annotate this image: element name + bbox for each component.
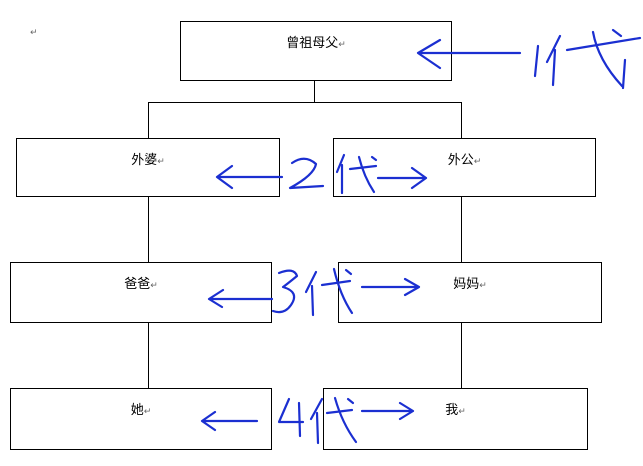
- connector-gen2-horizontal: [148, 102, 462, 103]
- paragraph-mark: ↵: [338, 40, 346, 50]
- connector-father-her: [148, 322, 149, 388]
- handwritten-digit-1: [533, 44, 540, 78]
- node-grandmother: 外婆↵: [16, 138, 280, 197]
- connector-root-down: [314, 80, 315, 102]
- handwritten-digit-2: [288, 157, 325, 190]
- node-label: 我: [445, 403, 459, 418]
- node-label: 她: [130, 403, 144, 418]
- node-her: 她↵: [10, 388, 272, 450]
- node-great-grandparent: 曾祖母父↵: [180, 21, 452, 81]
- paragraph-mark: ↵: [150, 281, 158, 291]
- node-label: 妈妈: [453, 277, 480, 292]
- paragraph-mark: ↵: [479, 281, 487, 291]
- connector-to-grandmother: [148, 102, 149, 138]
- handwritten-dai-char: [545, 28, 642, 90]
- handwriting-annotations: [200, 28, 642, 445]
- handwritten-digit-3: [271, 269, 299, 314]
- node-grandfather: 外公↵: [333, 138, 596, 197]
- paragraph-mark: ↵: [143, 407, 152, 417]
- node-label: 外婆: [131, 153, 158, 168]
- connector-grandmother-father: [148, 196, 149, 262]
- node-me: 我↵: [323, 388, 588, 450]
- paragraph-mark: ↵: [157, 157, 165, 167]
- connector-grandfather-mother: [461, 196, 462, 262]
- node-father: 爸爸↵: [10, 262, 272, 323]
- node-label: 爸爸: [124, 277, 151, 292]
- paragraph-mark: ↵: [458, 407, 466, 417]
- node-label: 外公: [447, 153, 474, 168]
- paragraph-mark: ↵: [30, 28, 38, 38]
- node-mother: 妈妈↵: [338, 262, 602, 323]
- connector-mother-me: [461, 322, 462, 388]
- handwritten-digit-4: [277, 397, 305, 438]
- paragraph-mark: ↵: [473, 157, 482, 167]
- node-label: 曾祖母父: [286, 36, 339, 51]
- connector-to-grandfather: [461, 102, 462, 138]
